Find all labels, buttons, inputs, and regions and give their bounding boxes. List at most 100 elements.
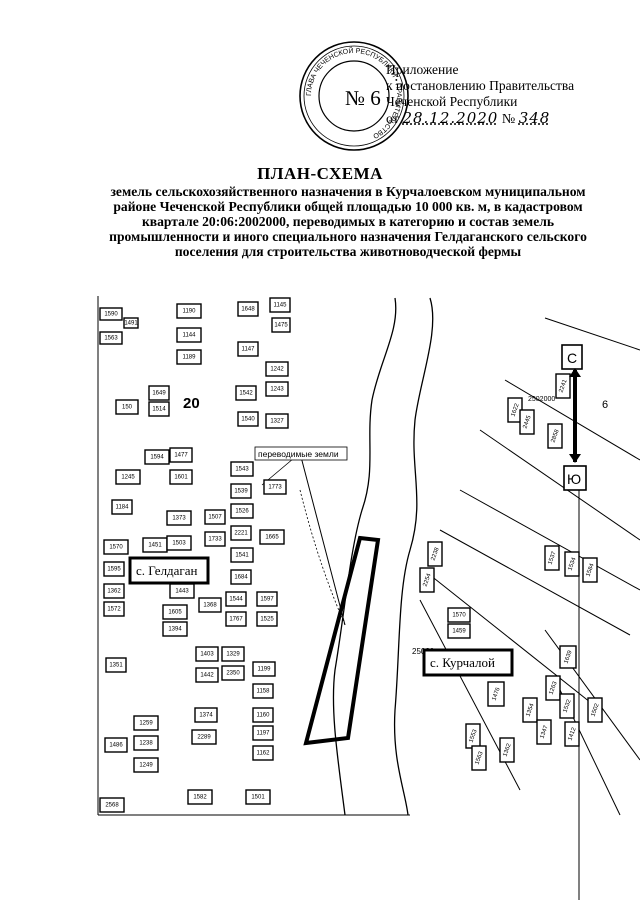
plot-outline	[547, 423, 563, 449]
plot-outline	[265, 381, 289, 397]
cadastral-map: 1590149115631190114411891648114514751147…	[97, 296, 640, 900]
plot-label: 1553	[468, 728, 478, 743]
river-east-bank	[393, 297, 434, 816]
plot-outline	[263, 479, 287, 495]
plot-1526: 1526	[230, 503, 254, 519]
plot-label: 1197	[257, 731, 271, 737]
plot-label: 1733	[208, 537, 222, 543]
plot-outline	[99, 331, 123, 345]
plot-outline	[499, 737, 515, 763]
plot-label: 1773	[268, 485, 282, 491]
plot-label: 1373	[172, 516, 186, 522]
date-prefix: от	[386, 112, 399, 127]
plot-label: 1329	[226, 652, 240, 658]
plot-label: 1601	[174, 475, 188, 481]
plot-outline	[245, 789, 271, 805]
plot-outline	[111, 499, 133, 515]
plot-outline	[144, 449, 170, 465]
plot-1190: 1190	[176, 303, 202, 319]
plot-label: 1570	[452, 613, 466, 619]
plot-outline	[103, 601, 125, 617]
plot-outline	[133, 715, 159, 731]
plot-outline	[235, 385, 257, 401]
plot-label: 1514	[152, 407, 166, 413]
appendix-line2: к постановлению Правительства	[386, 78, 575, 93]
plot-1147: 1147	[237, 341, 259, 357]
plot-right-2254: 2254	[419, 567, 435, 593]
plot-label: 1540	[241, 417, 255, 423]
plot-outline	[237, 301, 259, 317]
plot-right-1563: 1563	[471, 745, 487, 771]
plot-label: 1184	[116, 505, 130, 511]
plot-label: 2445	[522, 414, 532, 429]
plot-1160: 1160	[252, 707, 274, 723]
plot-1601: 1601	[169, 469, 193, 485]
plot-label: 1162	[257, 751, 271, 757]
river-west-bank	[332, 297, 397, 816]
compass-south: Ю	[567, 471, 581, 487]
plot-label: 1351	[109, 663, 123, 669]
plot-label: 1443	[175, 589, 189, 595]
plot-right-1553: 1553	[465, 723, 481, 749]
plot-1648: 1648	[237, 301, 259, 317]
corner-label: 6	[602, 399, 608, 411]
plot-label: 1539	[234, 489, 248, 495]
plot-label: 1622	[510, 402, 520, 417]
appendix-line1: Приложение	[386, 62, 459, 77]
plot-1544: 1544	[225, 591, 247, 607]
plot-outline	[447, 623, 471, 639]
plot-label: 1534	[567, 556, 577, 571]
plot-outline	[162, 604, 188, 620]
plot-label: 1354	[525, 702, 535, 717]
plot-1394: 1394	[162, 621, 188, 637]
plot-label: 1544	[229, 597, 243, 603]
plot-outline	[115, 469, 141, 485]
plot-1477: 1477	[169, 447, 193, 463]
plot-label: 1541	[235, 553, 249, 559]
plot-outline	[103, 539, 129, 555]
plot-outline	[427, 541, 443, 567]
plot-label: 1537	[547, 550, 557, 565]
plot-right-2858: 2858	[547, 423, 563, 449]
plot-outline	[166, 510, 192, 526]
plot-label: 1249	[139, 763, 153, 769]
plot-label: 1403	[200, 652, 214, 658]
plot-1442: 1442	[195, 667, 219, 683]
plot-label: 1503	[172, 541, 186, 547]
plot-1329: 1329	[221, 646, 245, 662]
plot-right-1263: 1263	[545, 675, 561, 701]
plot-right-1412: 1412	[564, 721, 580, 747]
plot-label: 1475	[274, 323, 288, 329]
plot-1197: 1197	[252, 725, 274, 741]
plot-2350: 2350	[221, 665, 245, 681]
plot-outline	[162, 621, 188, 637]
plot-outline	[487, 681, 505, 707]
plot-1374: 1374	[194, 707, 218, 723]
plot-label: 1263	[548, 680, 558, 695]
plot-outline	[559, 645, 577, 669]
plot-label: 1491	[124, 321, 138, 327]
plot-label: 1362	[502, 742, 512, 757]
plot-label: 1525	[260, 617, 274, 623]
plot-outline	[133, 757, 159, 773]
plot-outline	[169, 447, 193, 463]
plot-outline	[166, 535, 192, 551]
plot-label: 1501	[251, 795, 265, 801]
plot-outline	[148, 385, 170, 401]
plot-label: 1507	[208, 515, 222, 521]
plot-label: 1584	[585, 562, 595, 577]
plot-outline	[269, 297, 291, 313]
plot-outline	[519, 409, 535, 435]
plot-outline	[191, 729, 217, 745]
appendix-block: Приложение к постановлению Правительства…	[386, 62, 574, 128]
plot-outline	[204, 509, 226, 525]
plot-label: 2238	[430, 546, 440, 561]
official-seal: ГЛАВА ЧЕЧЕНСКОЙ РЕСПУБЛИКИ • ПРАВИТЕЛЬСТ…	[299, 41, 409, 151]
transferred-leader-1	[299, 452, 346, 626]
plot-outline	[133, 735, 159, 751]
plot-outline	[194, 707, 218, 723]
plot-1145: 1145	[269, 297, 291, 313]
plot-label: 1532	[562, 698, 572, 713]
plot-label: 2568	[105, 803, 119, 809]
plot-label: 1459	[452, 629, 466, 635]
